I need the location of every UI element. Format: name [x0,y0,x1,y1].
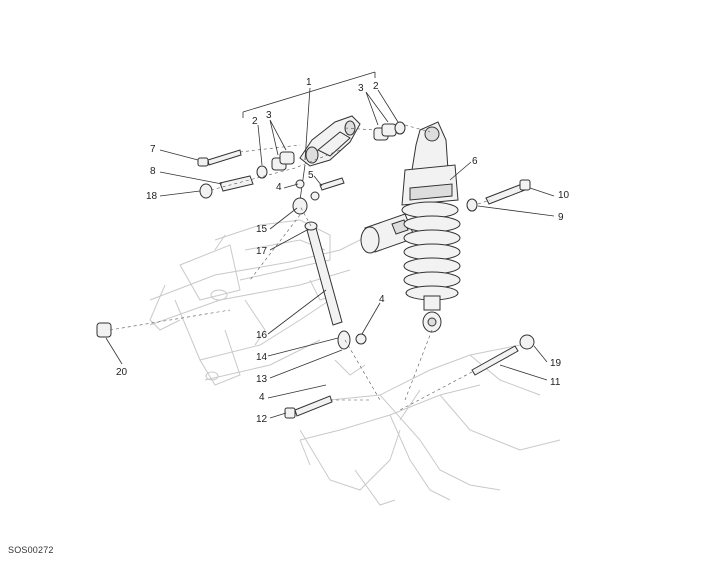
callout-4: 4 [379,294,385,305]
callout-2: 2 [252,116,258,127]
bolt-11 [471,334,535,376]
rocker-linkage [299,115,361,201]
callout-10: 10 [558,190,570,201]
bolt-5 [319,177,345,191]
leader-lines [105,87,555,419]
callout-20: 20 [116,367,128,378]
bushing-20 [96,322,112,338]
callout-8: 8 [150,166,156,177]
callout-15: 15 [256,224,268,235]
callout-9: 9 [558,212,564,223]
bolt-10 [466,179,531,212]
callouts: 1 2 2 3 3 4 4 4 5 6 7 8 9 10 11 12 13 14… [116,77,570,425]
shock-absorber [360,121,461,333]
callout-4: 4 [276,182,282,193]
callout-14: 14 [256,352,268,363]
callout-4: 4 [259,392,265,403]
callout-19: 19 [550,358,562,369]
callout-2: 2 [373,81,379,92]
callout-1: 1 [306,77,312,88]
callout-7: 7 [150,144,156,155]
callout-3: 3 [358,83,364,94]
callout-13: 13 [256,374,268,385]
bolt-7 [197,149,242,167]
diagram-code: SOS00272 [8,545,54,555]
bushings [256,121,406,201]
frame-ghost [149,219,391,386]
callout-17: 17 [256,246,268,257]
callout-16: 16 [256,330,268,341]
alignment-lines [109,124,491,411]
pivot-pin [199,175,254,199]
callout-11: 11 [550,377,561,388]
callout-5: 5 [308,170,314,181]
callout-12: 12 [256,414,268,425]
tie-rod [304,221,367,350]
callout-6: 6 [472,156,478,167]
link-15 [292,197,308,215]
group-bracket [242,71,376,118]
swingarm-ghost [289,344,561,506]
bolt-12 [284,395,333,419]
callout-18: 18 [146,191,158,202]
callout-3: 3 [266,110,272,121]
